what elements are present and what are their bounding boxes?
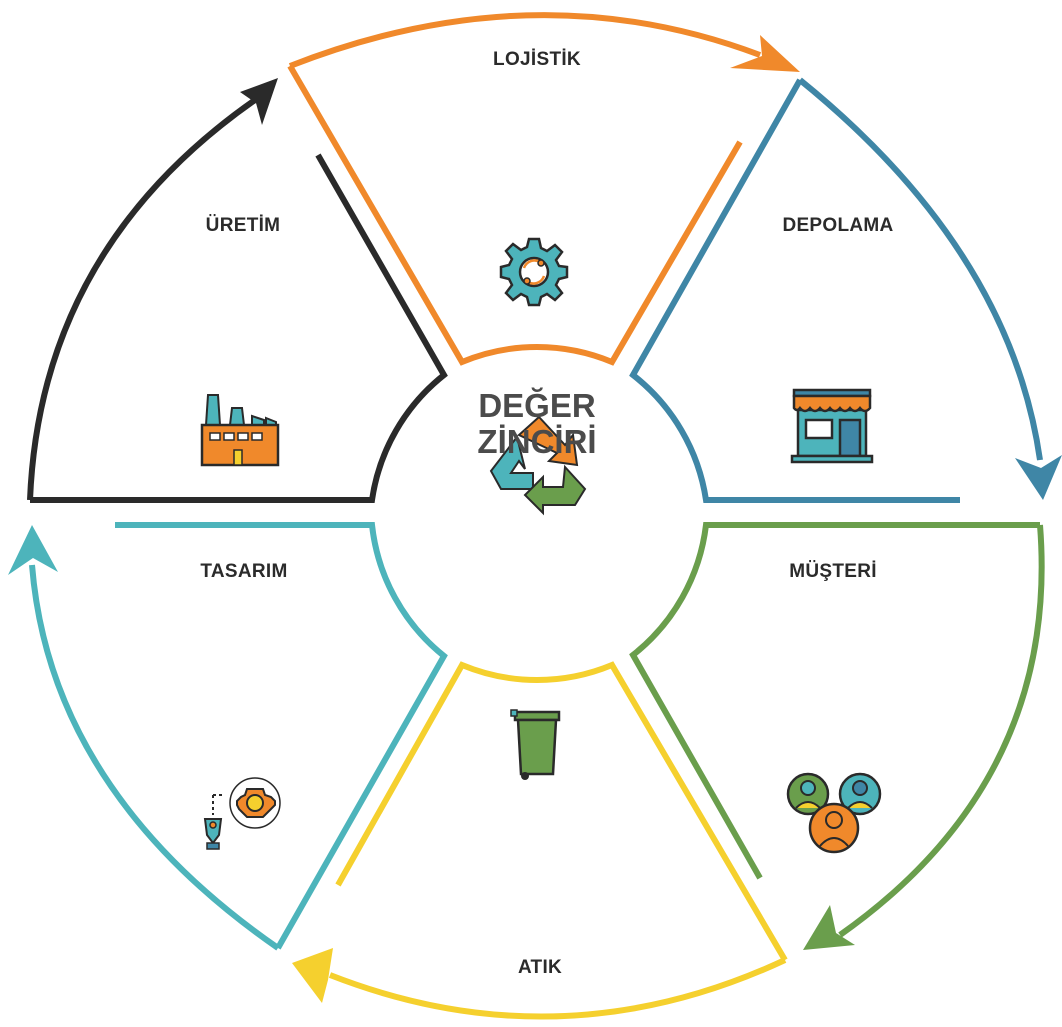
label-musteri: MÜŞTERİ	[789, 561, 877, 582]
label-atik: ATIK	[517, 957, 563, 978]
center-title-line1: DEĞER	[478, 387, 596, 424]
segment-uretim-outline	[30, 153, 448, 503]
label-depolama: DEPOLAMA	[782, 215, 894, 236]
center-title-line2: ZİNCİRİ	[477, 423, 597, 460]
segment-atik	[292, 661, 788, 1020]
label-uretim: ÜRETİM	[205, 215, 281, 236]
customers-icon	[786, 772, 882, 854]
arrow-musteri	[838, 524, 1045, 938]
arrow-head-tasarim	[8, 525, 58, 575]
arrow-atik	[328, 957, 787, 1020]
factory-icon	[200, 394, 280, 467]
segment-depolama	[629, 77, 1062, 503]
segment-lojistik	[287, 12, 800, 366]
segment-tasarim	[8, 522, 448, 951]
label-tasarim: TASARIM	[200, 561, 288, 582]
arrow-tasarim	[29, 564, 280, 951]
arrow-head-lojistik	[730, 35, 800, 72]
center-title: DEĞER ZİNCİRİ	[407, 388, 667, 460]
segment-tasarim-outline	[115, 522, 448, 950]
trash-bin-icon	[510, 709, 561, 780]
segment-depolama-outline	[629, 78, 960, 503]
store-icon	[790, 388, 874, 464]
recycle-icon	[489, 415, 587, 516]
arrow-depolama	[798, 77, 1043, 461]
arrow-lojistik	[288, 12, 762, 69]
segment-musteri-outline	[629, 522, 1040, 880]
segment-lojistik-outline	[287, 64, 743, 366]
arrow-head-uretim	[240, 78, 278, 125]
arrow-head-musteri	[803, 905, 855, 950]
label-lojistik: LOJİSTİK	[493, 49, 581, 70]
segment-uretim	[27, 78, 448, 503]
segment-atik-outline	[335, 661, 788, 962]
arrow-head-atik	[292, 948, 333, 1003]
gear-icon	[499, 237, 569, 307]
design-pen-gear-icon	[203, 777, 281, 850]
arrow-uretim	[27, 97, 257, 501]
segment-musteri	[629, 522, 1045, 950]
arrow-head-depolama	[1015, 455, 1062, 500]
